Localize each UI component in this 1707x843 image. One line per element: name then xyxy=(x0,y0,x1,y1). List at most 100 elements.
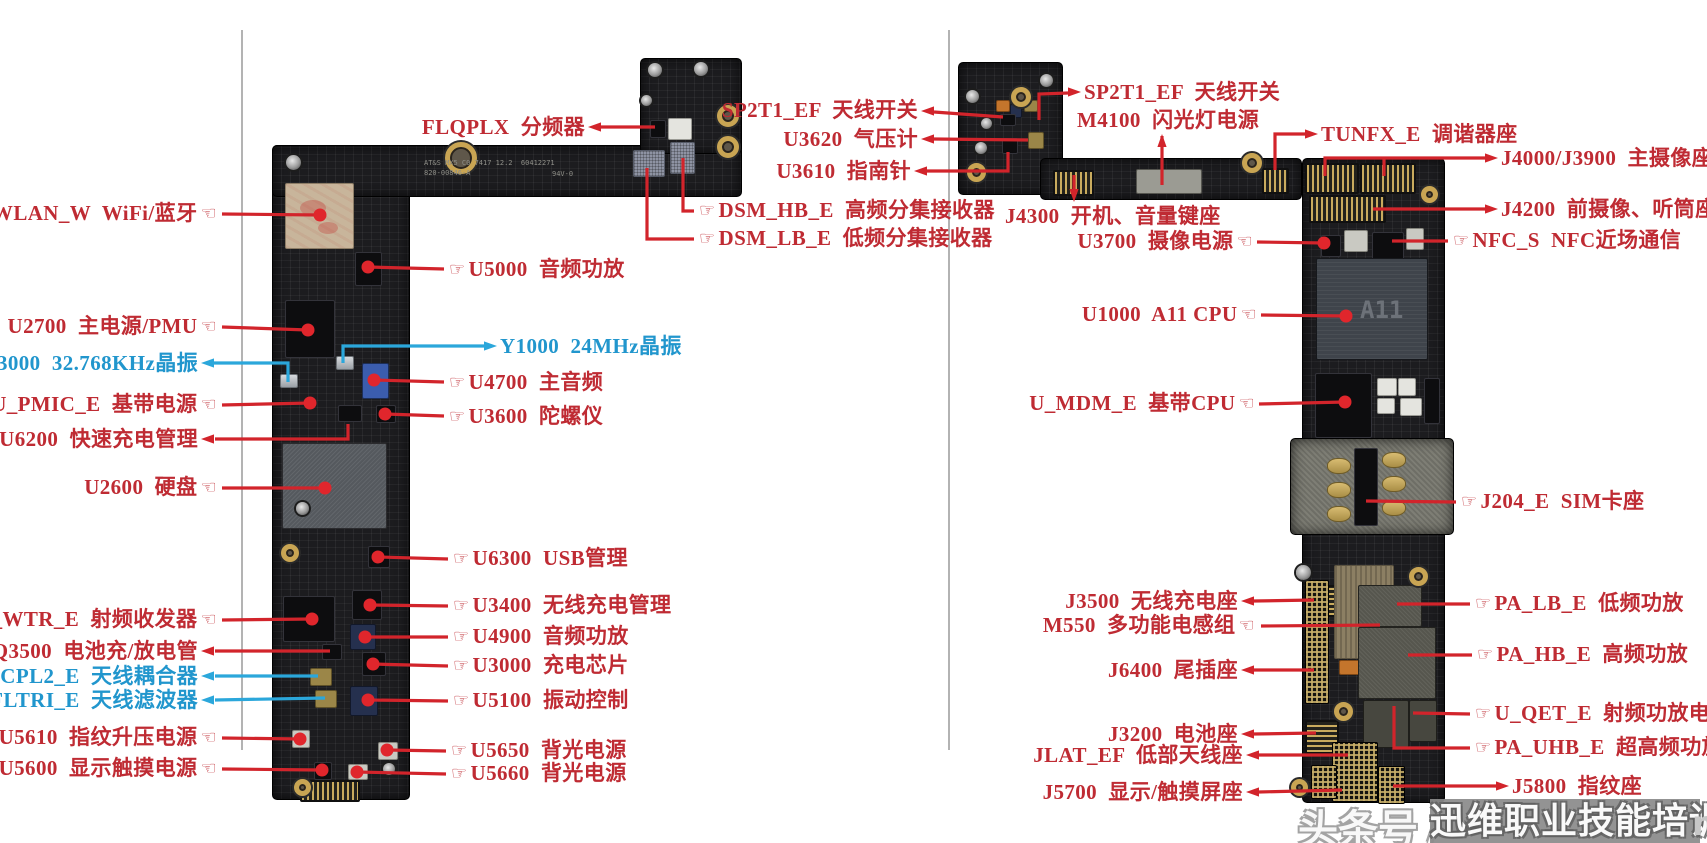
leader-line-u3620 xyxy=(933,137,1029,142)
label-y1000: Y1000 24MHz晶振 xyxy=(500,333,682,359)
label-text: J5800 指纹座 xyxy=(1512,774,1642,798)
label-text: Y1000 24MHz晶振 xyxy=(500,334,682,358)
label-text: J5700 显示/触摸屏座 xyxy=(1042,780,1243,804)
leader-line-fltri-e xyxy=(214,696,326,702)
label-text: U5000 音频功放 xyxy=(468,257,625,281)
target-dot-u5650 xyxy=(380,743,394,757)
leader-line-u-pmic-e xyxy=(221,401,311,407)
target-dot-u4900 xyxy=(358,630,372,644)
watermark-prefix: 头条号 / xyxy=(1298,807,1440,843)
label-u-wtr-e: U_WTR_E 射频收发器☜ xyxy=(0,606,220,634)
j5700-connector xyxy=(1311,765,1337,799)
leader-line-j3500 xyxy=(1253,598,1315,603)
jlat-connector xyxy=(1332,742,1378,802)
dsm-lb-chip xyxy=(633,150,665,177)
label-flqplx: FLQPLX 分频器 xyxy=(422,114,585,140)
label-text: U5660 背光电源 xyxy=(470,761,627,785)
label-text: PA_LB_E 低频功放 xyxy=(1494,591,1684,615)
y1000-crystal xyxy=(336,356,354,370)
label-text: U2600 硬盘 xyxy=(84,475,198,499)
target-dot-u2600 xyxy=(318,481,332,495)
leader-line-u4700 xyxy=(373,378,445,384)
pointing-hand-icon: ☜ xyxy=(1236,231,1253,252)
target-dot-u3400 xyxy=(363,598,377,612)
gold-ring-pad xyxy=(294,779,311,796)
label-text: PA_HB_E 高频功放 xyxy=(1496,642,1689,666)
leader-line-sp2t1-ef-mid xyxy=(933,110,1004,119)
pointing-hand-icon: ☜ xyxy=(200,203,217,224)
board-print: AT&S MX5 C0 7417 12.2 60412271 xyxy=(424,159,555,167)
u-qet-chip xyxy=(1363,700,1409,748)
arrowhead-j5800 xyxy=(1496,781,1509,791)
label-text: J4200 前摄像、听筒座 xyxy=(1501,197,1707,221)
pointing-hand-icon: ☞ xyxy=(1475,703,1492,724)
j3900-connector xyxy=(1360,163,1416,194)
label-j3200: J3200 电池座 xyxy=(1108,721,1238,747)
pointing-hand-icon: ☞ xyxy=(1477,644,1494,665)
pointing-hand-icon: ☞ xyxy=(1475,737,1492,758)
label-text: DSM_LB_E 低频分集接收器 xyxy=(718,226,993,250)
arrowhead-y3000 xyxy=(201,358,214,368)
pointing-hand-icon: ☞ xyxy=(699,200,716,221)
arrowhead-u3620 xyxy=(921,134,934,144)
label-text: U2700 主电源/PMU xyxy=(7,314,198,338)
label-wlan-w: WLAN_W WiFi/蓝牙☜ xyxy=(0,200,220,228)
target-dot-u-wtr-e xyxy=(305,612,319,626)
pointing-hand-icon: ☞ xyxy=(1475,593,1492,614)
leader-line-u-wtr-e xyxy=(221,617,313,622)
pointing-hand-icon: ☞ xyxy=(451,740,468,761)
label-text: JLAT_EF 低部天线座 xyxy=(1033,743,1243,767)
a11-cpu-chip xyxy=(1316,258,1428,360)
label-text: U1000 A11 CPU xyxy=(1081,302,1238,326)
pointing-hand-icon: ☜ xyxy=(200,394,217,415)
leader-line-u2700 xyxy=(221,325,309,332)
label-u3600: ☞U3600 陀螺仪 xyxy=(446,403,603,431)
label-text: U4900 音频功放 xyxy=(472,624,629,648)
label-text: U4700 主音频 xyxy=(468,370,604,394)
label-text: J6400 尾插座 xyxy=(1108,658,1238,682)
label-u4900: ☞U4900 音频功放 xyxy=(450,623,629,651)
screw-hole xyxy=(286,155,301,170)
u3620-chip xyxy=(1028,132,1044,149)
middle-divider-line xyxy=(948,30,950,750)
label-text: M550 多功能电感组 xyxy=(1042,613,1236,637)
watermark-suffix: m xyxy=(1692,804,1707,843)
label-text: U3600 陀螺仪 xyxy=(468,404,604,428)
target-dot-u5000 xyxy=(361,260,375,274)
pointing-hand-icon: ☜ xyxy=(1238,615,1255,636)
leader-line-tunfx-e xyxy=(1273,132,1305,170)
label-u2600: U2600 硬盘☜ xyxy=(84,474,220,502)
label-text: U5600 显示触摸电源 xyxy=(0,756,198,780)
label-text: U3620 气压计 xyxy=(783,127,918,151)
label-text: U_WTR_E 射频收发器 xyxy=(0,607,198,631)
screw-hole xyxy=(966,90,979,103)
board-print: A11 xyxy=(1360,296,1404,324)
target-dot-u2700 xyxy=(301,323,315,337)
arrowhead-sp2t1-ef-right xyxy=(1068,87,1081,97)
label-u-pmic-e: U_PMIC_E 基带电源☜ xyxy=(0,391,220,419)
leader-line-y3000 xyxy=(214,361,290,382)
label-text: U_MDM_E 基带CPU xyxy=(1029,391,1236,415)
label-u-mdm-e: U_MDM_E 基带CPU☜ xyxy=(1029,390,1258,418)
arrowhead-q3500 xyxy=(201,646,214,656)
arrowhead-m4100 xyxy=(1157,134,1167,147)
label-pa-hb-e: ☞PA_HB_E 高频功放 xyxy=(1474,641,1688,669)
pa-uhb-chip xyxy=(1409,700,1437,742)
label-jlat-ef: JLAT_EF 低部天线座 xyxy=(1033,742,1243,768)
nfc-chip xyxy=(1372,232,1404,260)
pa-hb-chip xyxy=(1358,627,1436,699)
label-cpl2-e: CPL2_E 天线耦合器 xyxy=(0,663,198,689)
screw-hole xyxy=(296,502,309,515)
leader-line-u5600 xyxy=(221,767,323,772)
component xyxy=(996,100,1010,112)
leader-line-dsm-lb-e xyxy=(645,168,694,241)
arrowhead-y1000 xyxy=(484,341,497,351)
label-text: J4300 开机、音量键座 xyxy=(1005,204,1221,228)
label-text: SP2T1_EF 天线开关 xyxy=(721,98,918,122)
leader-line-u3000 xyxy=(372,662,449,668)
label-y3000: Y3000 32.768KHz晶振 xyxy=(0,350,198,376)
component xyxy=(1377,378,1397,396)
label-dsm-hb-e: ☞DSM_HB_E 高频分集接收器 xyxy=(696,197,995,225)
gold-ring-pad xyxy=(717,105,739,127)
